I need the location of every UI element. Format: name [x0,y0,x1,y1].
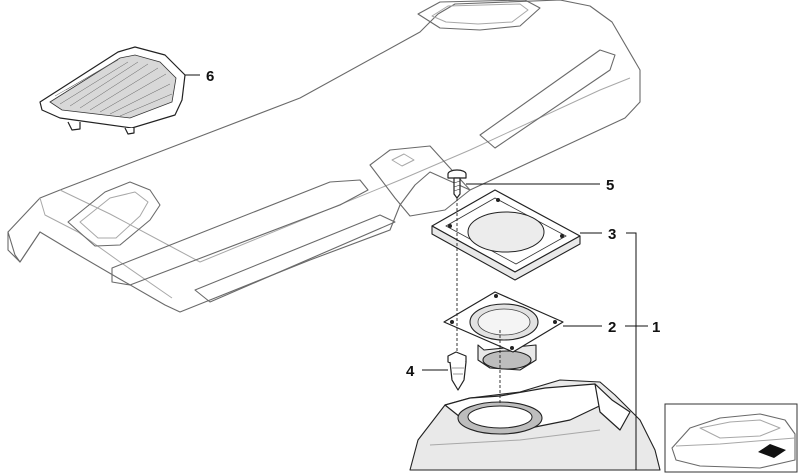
leader-lines [185,74,648,470]
callout-1: 1 [652,319,660,336]
callout-3: 3 [608,226,616,243]
callout-4: 4 [406,363,415,380]
speaker-seal-frame [431,189,581,281]
callout-2: 2 [608,319,616,336]
screw [447,169,467,199]
speaker-grille-cover [39,46,186,135]
highlight-marker [758,444,786,458]
expanding-nut [447,351,467,391]
speaker-housing [409,379,661,471]
location-thumbnail [664,403,798,473]
parcel-shelf [7,0,641,313]
callout-5: 5 [606,177,614,194]
speaker [443,291,564,371]
callout-6: 6 [206,68,214,85]
